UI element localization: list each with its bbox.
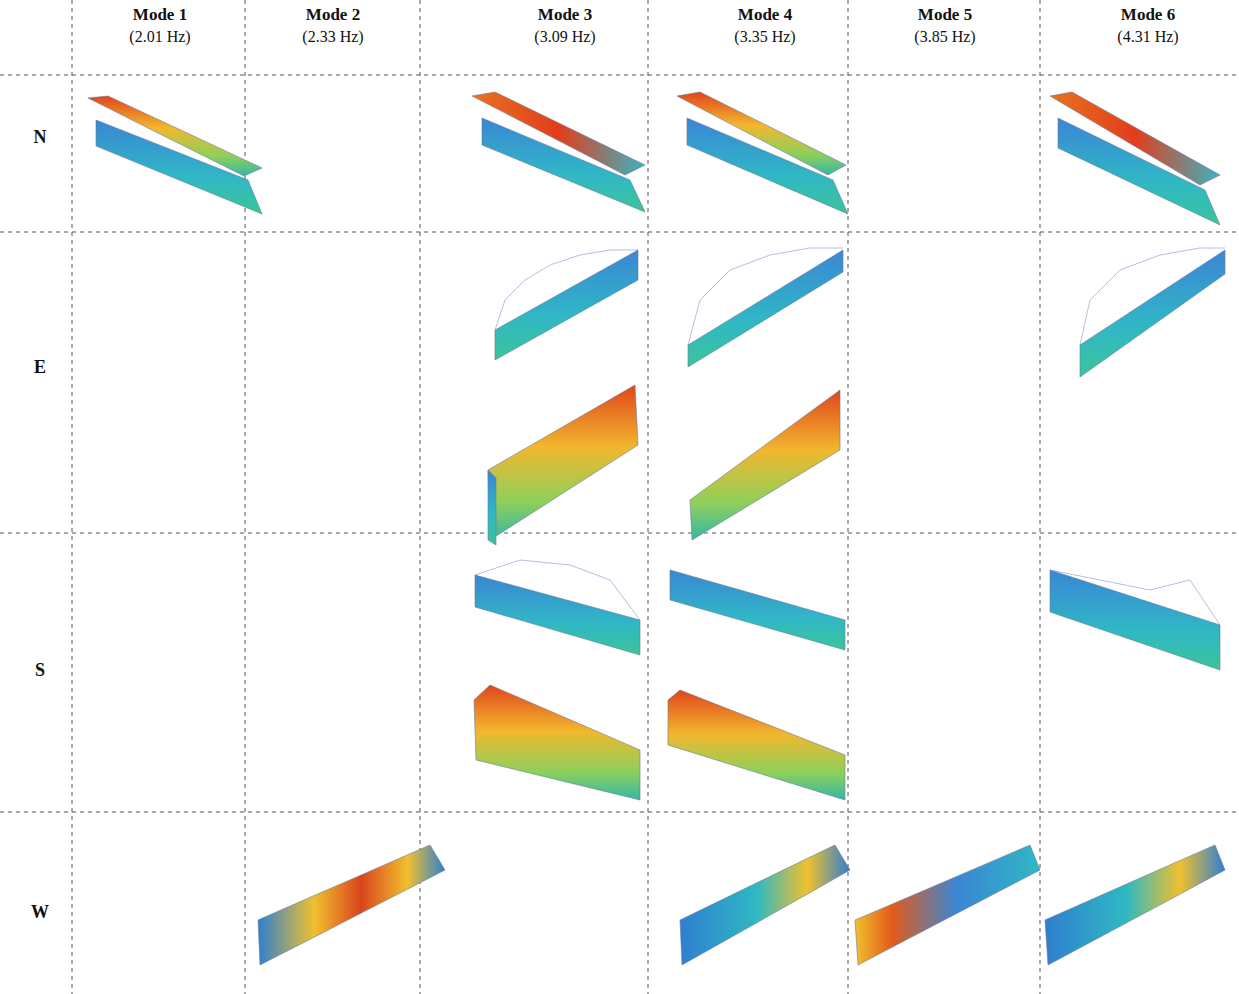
- mode-header: Mode 6: [1121, 5, 1175, 25]
- direction-label: S: [35, 660, 45, 681]
- direction-label: E: [34, 357, 46, 378]
- frequency-label: (2.33 Hz): [302, 28, 363, 46]
- frequency-label: (2.01 Hz): [129, 28, 190, 46]
- mode-header: Mode 2: [306, 5, 360, 25]
- mode-header: Mode 4: [738, 5, 792, 25]
- frequency-label: (3.35 Hz): [734, 28, 795, 46]
- mode-header: Mode 3: [538, 5, 592, 25]
- direction-label: W: [31, 902, 49, 923]
- frequency-label: (3.09 Hz): [534, 28, 595, 46]
- mode-header: Mode 5: [918, 5, 972, 25]
- frequency-label: (4.31 Hz): [1117, 28, 1178, 46]
- mode-header: Mode 1: [133, 5, 187, 25]
- direction-label: N: [34, 127, 47, 148]
- frequency-label: (3.85 Hz): [914, 28, 975, 46]
